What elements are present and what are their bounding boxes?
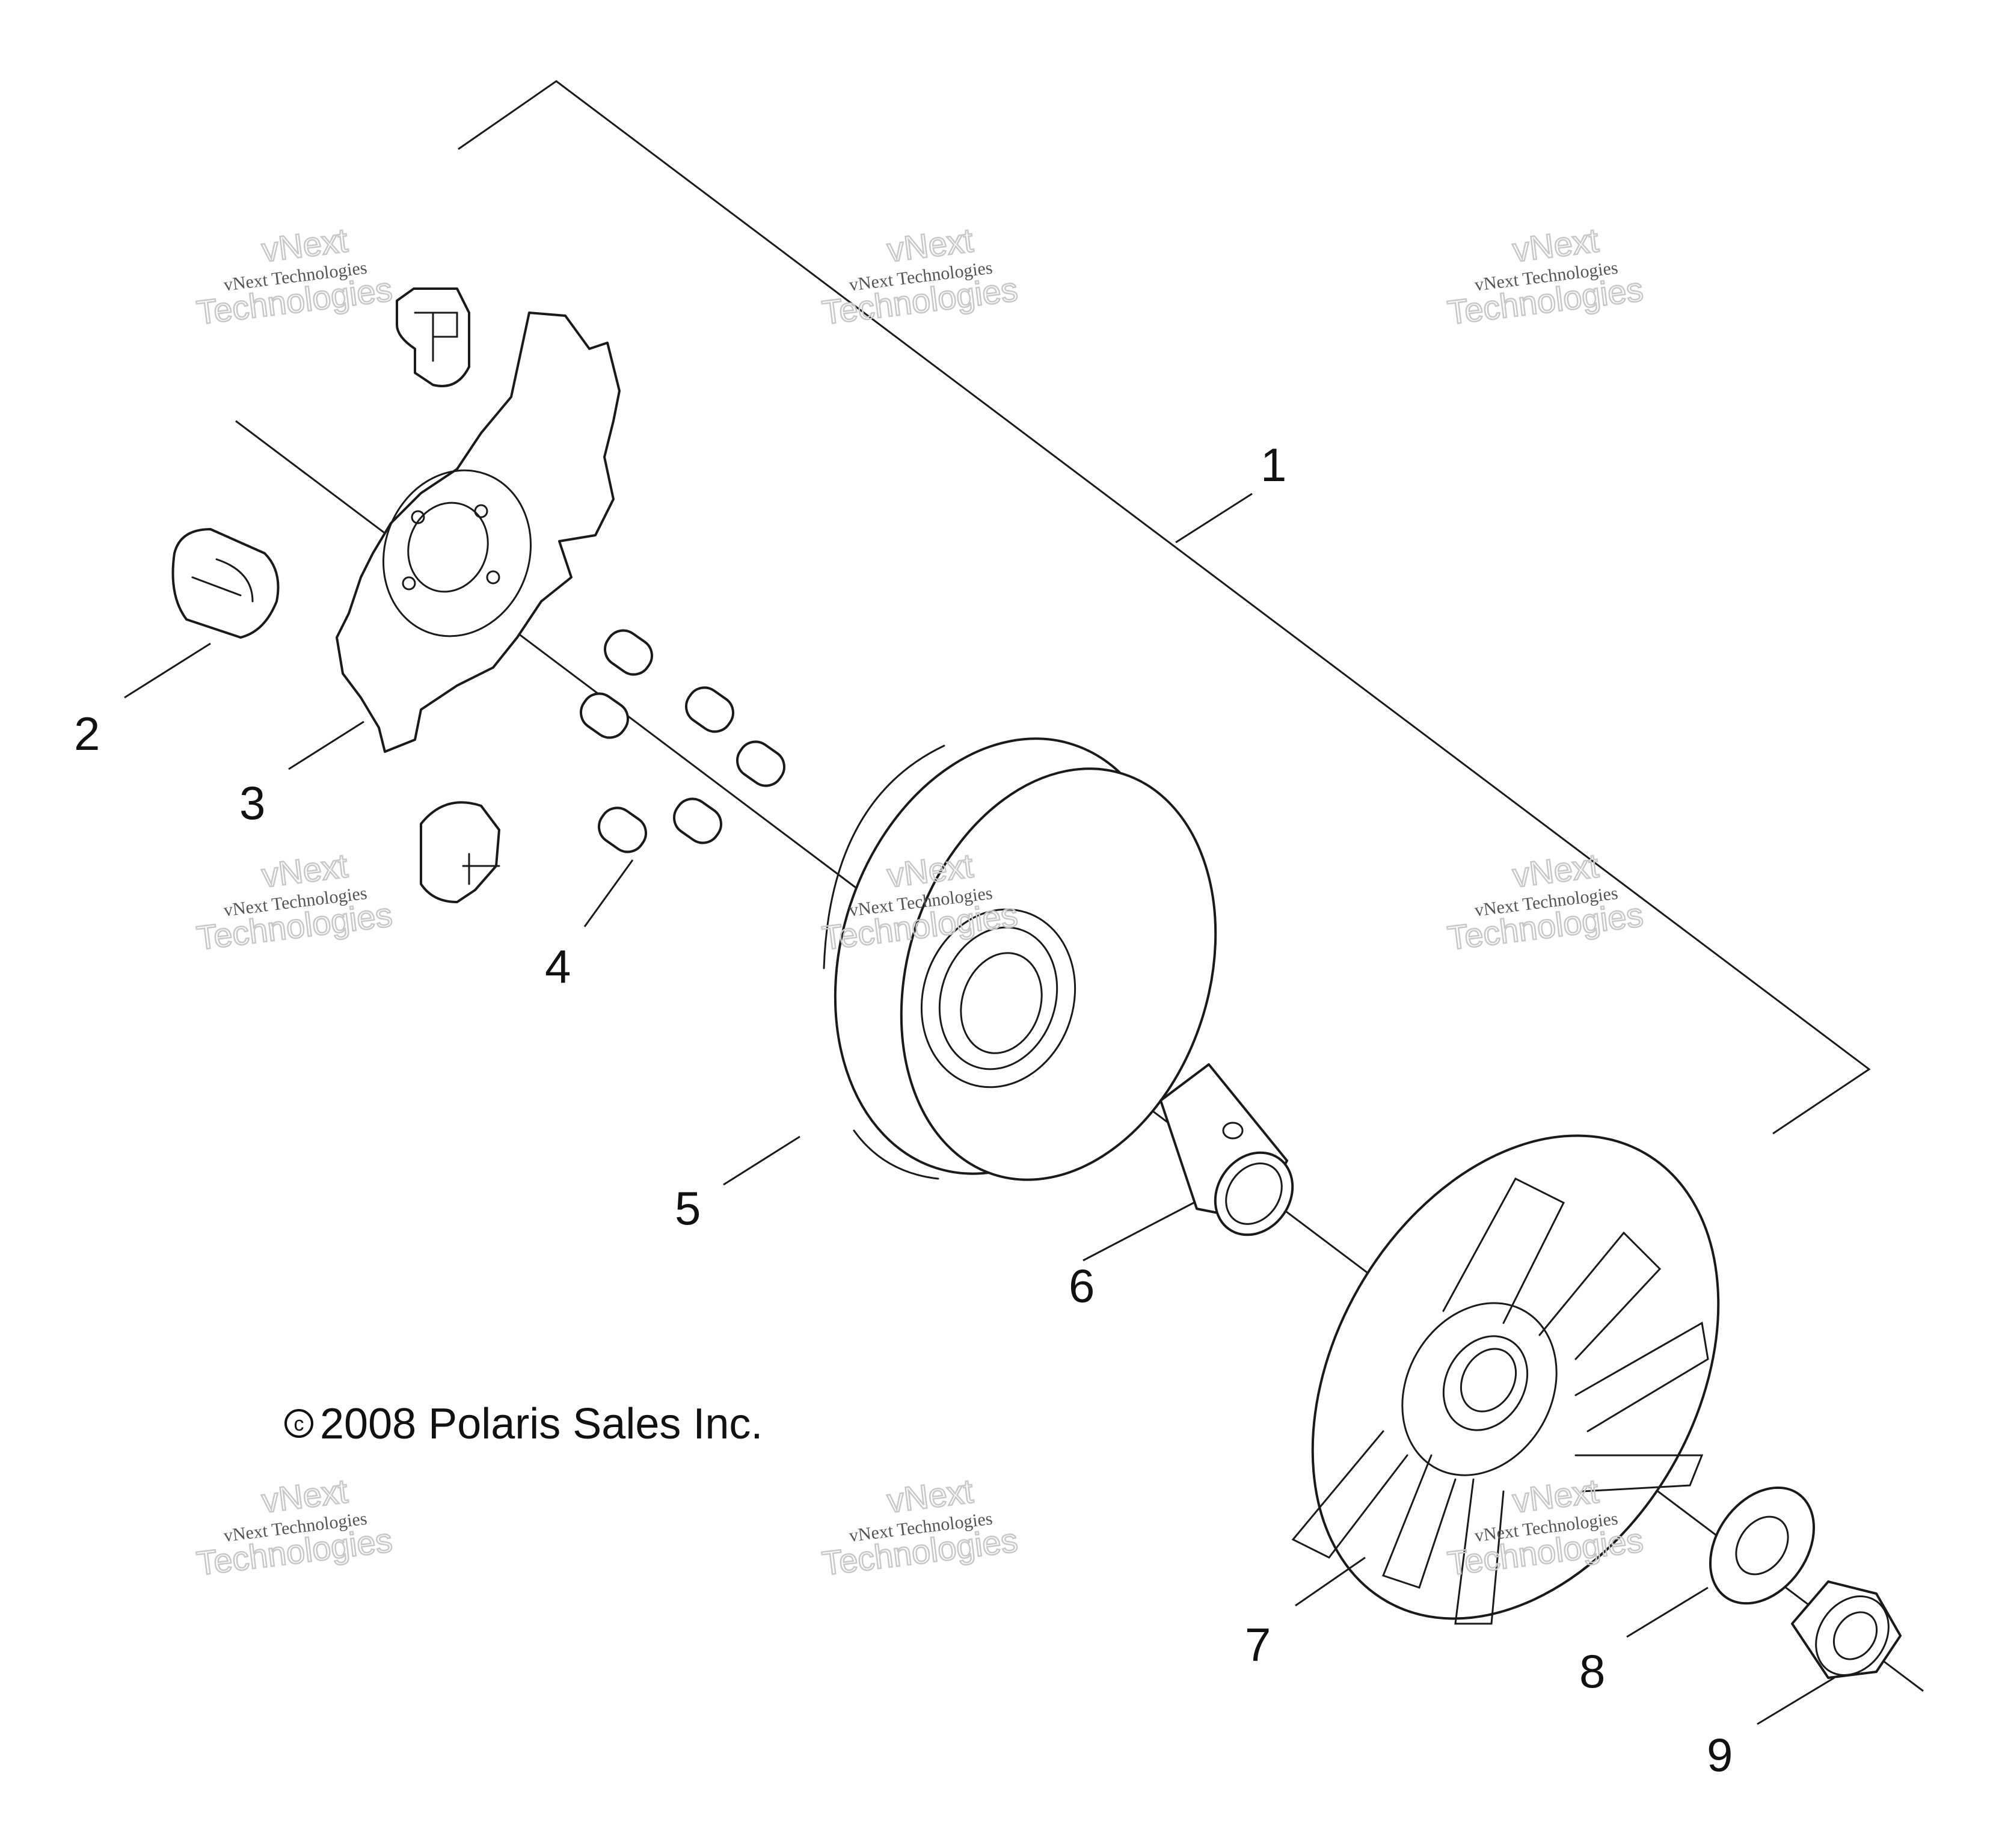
part-spacer-sleeve bbox=[1159, 1063, 1294, 1236]
callout-8: 8 bbox=[1579, 1645, 1605, 1698]
part-washer bbox=[1709, 1486, 1816, 1605]
part-shoe-blocks bbox=[171, 287, 500, 903]
watermark-tile: vNext vNext Technologies Technologies bbox=[819, 220, 1021, 332]
watermark-tile: vNext vNext Technologies Technologies bbox=[819, 1471, 1021, 1583]
watermark-tile: vNext vNext Technologies Technologies bbox=[1445, 220, 1646, 332]
callout-9: 9 bbox=[1707, 1728, 1733, 1781]
part-flange-nut bbox=[1791, 1580, 1902, 1679]
callout-7: 7 bbox=[1245, 1618, 1271, 1671]
callout-5: 5 bbox=[675, 1182, 701, 1235]
callout-1: 1 bbox=[1261, 438, 1286, 491]
part-rollers bbox=[580, 629, 785, 853]
callout-4: 4 bbox=[545, 940, 571, 993]
callout-2: 2 bbox=[74, 707, 100, 760]
callout-3: 3 bbox=[239, 776, 265, 829]
assembly-bracket bbox=[458, 80, 1871, 1135]
copyright-notice: c 2008 Polaris Sales Inc. bbox=[284, 1400, 763, 1448]
watermark-tile: vNext vNext Technologies Technologies bbox=[1445, 846, 1646, 957]
copyright-text: 2008 Polaris Sales Inc. bbox=[320, 1400, 763, 1448]
watermark-tile: vNext vNext Technologies Technologies bbox=[194, 846, 395, 957]
part-sheave bbox=[823, 737, 1217, 1181]
part-spider-plate bbox=[336, 312, 621, 753]
part-fan-sheave bbox=[1291, 1134, 1720, 1625]
callout-leaders bbox=[124, 493, 1835, 1725]
copyright-symbol: c bbox=[294, 1413, 304, 1435]
copyright-circle-icon bbox=[284, 1409, 313, 1438]
callout-6: 6 bbox=[1069, 1259, 1095, 1312]
watermark-tile: vNext vNext Technologies Technologies bbox=[194, 220, 395, 332]
watermark-tile: vNext vNext Technologies Technologies bbox=[194, 1471, 395, 1583]
